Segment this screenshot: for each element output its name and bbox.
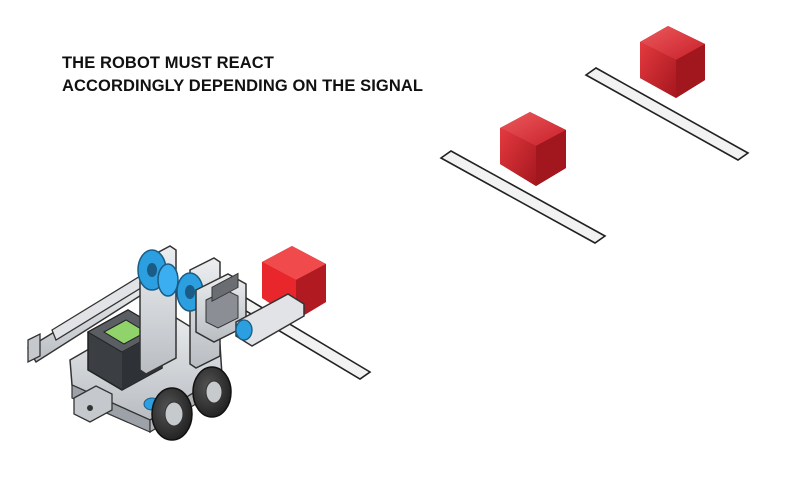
line-strip-1	[584, 67, 750, 161]
wheel	[151, 387, 193, 441]
line-strip-2	[439, 150, 607, 244]
caption-line-2: ACCORDINGLY DEPENDING ON THE SIGNAL	[62, 77, 424, 95]
red-cube-icon	[500, 112, 566, 186]
caption-line-1: THE ROBOT MUST REACT	[62, 54, 274, 72]
instruction-caption: THE ROBOT MUST REACT ACCORDINGLY DEPENDI…	[62, 52, 423, 98]
wheel	[192, 366, 232, 418]
red-cube-icon	[640, 26, 705, 98]
robot-illustration	[26, 245, 305, 441]
